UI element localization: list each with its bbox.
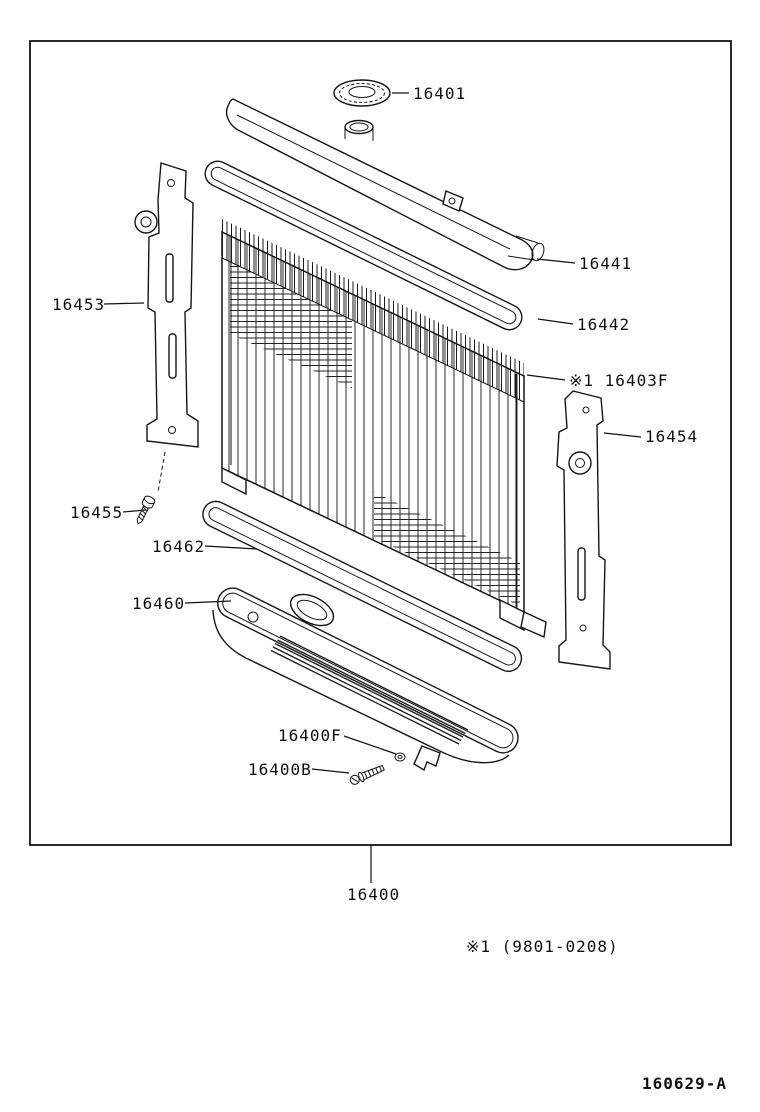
label-screw: 16455: [70, 503, 123, 522]
leader-16400F: [343, 735, 397, 755]
drawing-code: 160629-A: [642, 1074, 727, 1093]
radiator-core: [221, 219, 547, 639]
drain-cock-body: [413, 745, 441, 772]
leader-16442: [537, 318, 574, 325]
label-lower-tank: 16460: [132, 594, 185, 613]
upper-gasket: [204, 160, 523, 331]
upper-tank: [225, 98, 545, 271]
lower-gasket: [202, 500, 523, 673]
mount-screw: [136, 495, 156, 525]
leader-16403F: [526, 374, 566, 381]
leader-16460: [184, 600, 232, 604]
label-drain-plug: 16400B: [248, 760, 312, 779]
leader-16455: [122, 509, 147, 513]
leader-16441: [536, 258, 576, 264]
leader-16453: [103, 302, 145, 305]
diagram-border: [29, 40, 732, 846]
leader-16454: [603, 432, 642, 438]
bracket-right: [556, 390, 611, 670]
label-oring: 16400F: [278, 726, 342, 745]
lower-tank: [212, 587, 519, 772]
footnote: ※1 (9801-0208): [466, 937, 619, 956]
label-radiator-cap: 16401: [413, 84, 466, 103]
leader-16400B: [311, 768, 350, 774]
screw-alignment-dashes: [157, 451, 166, 493]
leader-16462: [204, 545, 258, 550]
drain-plug: [349, 764, 385, 785]
label-bracket-left: 16453: [52, 295, 105, 314]
label-upper-tank: 16441: [579, 254, 632, 273]
label-core: ※1 16403F: [569, 371, 668, 390]
label-upper-gasket: 16442: [577, 315, 630, 334]
bracket-left: [134, 162, 199, 493]
label-lower-gasket: 16462: [152, 537, 205, 556]
tank-band-lines: [270, 635, 469, 745]
label-assembly: 16400: [347, 885, 400, 904]
drain-oring: [394, 752, 406, 762]
radiator-cap: [333, 79, 391, 107]
label-bracket-right: 16454: [645, 427, 698, 446]
